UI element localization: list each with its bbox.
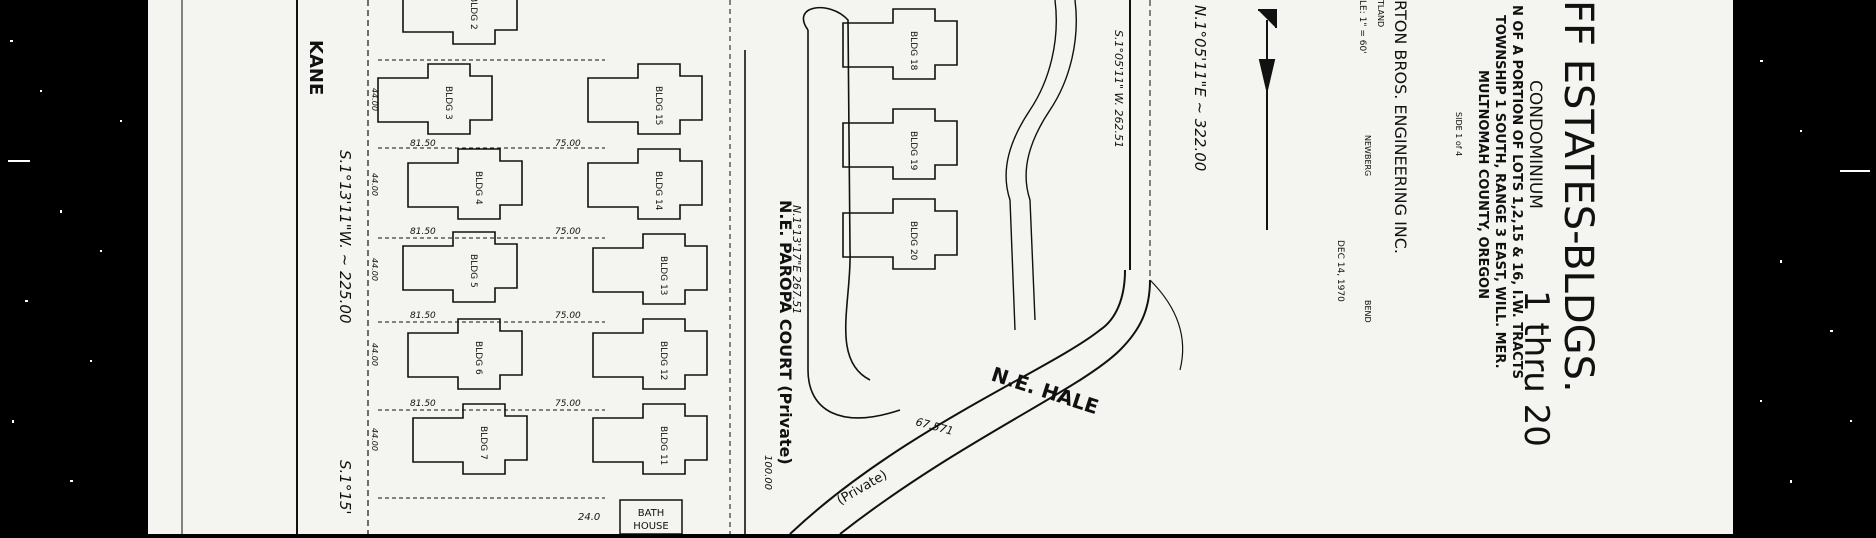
east-boundary — [1129, 0, 1151, 285]
engineer-office-1: TLAND — [1376, 0, 1385, 27]
building-label: BLDG 2 — [468, 0, 478, 30]
lot-lines-west — [378, 59, 605, 499]
building-label: BLDG 15 — [653, 86, 663, 125]
building-5: BLDG 5 — [402, 231, 518, 303]
building-label: BLDG 20 — [908, 221, 918, 261]
building-label: BLDG 18 — [908, 31, 918, 71]
building-label: BLDG 6 — [473, 341, 483, 375]
east-top-bearing: S.1°05'11" W. 262.51 — [1112, 30, 1125, 148]
engineer-scale: LE: 1" = 60' — [1357, 0, 1367, 54]
building-footprints: BLDG 2 BLDG 3 BLDG 4 BLDG 5 BLDG 6 BLDG 7 BLDG… — [370, 0, 958, 490]
scan-noise-left — [8, 40, 122, 482]
west-boundary-bearing: S.1°13'11"W. ~ 225.00 — [336, 150, 354, 324]
title-subtitle: CONDOMINIUM — [1525, 80, 1545, 209]
lot-width-dim: 75.00 — [555, 227, 581, 237]
building-2: BLDG 2 — [402, 0, 518, 45]
building-label: BLDG 5 — [468, 254, 478, 288]
spokane-street — [181, 0, 369, 534]
building-label: BLDG 11 — [658, 426, 668, 465]
building-label: BLDG 13 — [658, 256, 668, 295]
bath-dim: 24.0 — [578, 512, 600, 523]
title-desc-2: TOWNSHIP 1 SOUTH, RANGE 3 EAST, WILL. ME… — [1492, 15, 1507, 369]
building-6: BLDG 6 — [407, 318, 523, 390]
row-gap-dim: 44.00 — [370, 428, 379, 451]
center-dim: 100.00 — [762, 455, 773, 490]
building-label: BLDG 3 — [443, 86, 453, 120]
building-15: BLDG 15 — [587, 63, 703, 135]
engineer-office-2: NEWBERG — [1363, 135, 1372, 176]
title-desc-1: N OF A PORTION OF LOTS 1,2,15 & 16, I.W.… — [1509, 5, 1524, 379]
paropa-court-label: N.E. PAROPA COURT (Private) — [776, 200, 795, 465]
lot-depth-dim: 81.50 — [410, 399, 436, 409]
title-desc-3: MULTNOMAH COUNTY, OREGON — [1475, 70, 1490, 299]
lot-depth-dim: 81.50 — [410, 227, 436, 237]
lot-width-dim: 75.00 — [555, 399, 581, 409]
west-lower-bearing: S.1°15' — [336, 460, 354, 515]
building-label: BLDG 7 — [478, 426, 488, 460]
building-label: BLDG 19 — [908, 131, 918, 171]
lot-width-dim: 75.00 — [555, 139, 581, 149]
row-gap-dim: 44.00 — [370, 258, 379, 281]
east-boundary-bearing: N.1°05'11"E ~ 322.00 — [1191, 5, 1209, 171]
bath-house-line2: HOUSE — [633, 521, 668, 532]
building-3: BLDG 3 — [377, 63, 493, 135]
north-arrow-icon — [1258, 9, 1277, 230]
lot-width-dim: 75.00 — [555, 311, 581, 321]
row-gap-dim: 44.00 — [370, 173, 379, 196]
title-sheet: SIDE 1 of 4 — [1454, 112, 1463, 156]
title-main: FF ESTATES-BLDGS. — [1555, 0, 1601, 393]
creek-lines — [1005, 0, 1077, 331]
building-12: BLDG 12 — [592, 318, 708, 390]
paper-sheet — [148, 0, 1733, 534]
building-label: BLDG 14 — [653, 171, 663, 211]
building-19: BLDG 19 — [842, 108, 958, 180]
title-range: 1 thru 20 — [1516, 290, 1556, 447]
row-gap-dim: 44.00 — [370, 343, 379, 366]
building-13: BLDG 13 — [592, 233, 708, 305]
building-label: BLDG 4 — [473, 171, 483, 205]
engineer-date: DEC 14, 1970 — [1335, 240, 1345, 302]
row-gap-dim: 44.00 — [370, 88, 379, 111]
bath-house-line1: BATH — [638, 508, 665, 519]
building-18: BLDG 18 — [842, 8, 958, 80]
paropa-center-bearing: N.1°13'17"E 267.51 — [790, 205, 803, 314]
hale-street — [789, 269, 1184, 535]
engineer-office-3: BEND — [1363, 300, 1372, 323]
building-14: BLDG 14 — [587, 148, 703, 220]
building-11: BLDG 11 — [592, 403, 708, 475]
lot-depth-dim: 81.50 — [410, 139, 436, 149]
engineer-name: RTON BROS. ENGINEERING INC. — [1391, 0, 1410, 254]
lot-depth-dim: 81.50 — [410, 311, 436, 321]
spokane-street-label: KANE — [305, 40, 326, 95]
building-20: BLDG 20 — [842, 198, 958, 270]
building-4: BLDG 4 — [407, 148, 523, 220]
building-7: BLDG 7 — [412, 403, 528, 475]
scan-noise-right — [1760, 60, 1870, 483]
building-label: BLDG 12 — [658, 341, 668, 380]
paropa-court — [729, 0, 901, 534]
